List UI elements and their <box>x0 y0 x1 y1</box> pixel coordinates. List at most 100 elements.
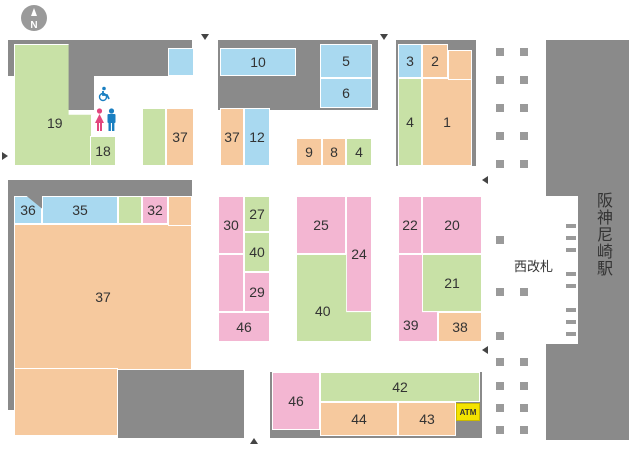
shop-25[interactable]: 25 <box>296 196 346 254</box>
shop-37-top[interactable]: 37 <box>166 108 194 166</box>
shop-12[interactable]: 12 <box>244 108 270 166</box>
shop-9[interactable]: 9 <box>296 138 322 166</box>
shop-37-large[interactable]: 37 <box>14 224 192 370</box>
shop-36-label: 36 <box>20 202 36 218</box>
gate-stripe <box>566 320 576 324</box>
shop-12-label: 12 <box>249 129 265 145</box>
shop-46-mid-label: 46 <box>236 319 252 335</box>
shop-40-small-label: 40 <box>249 244 265 260</box>
compass-needle <box>31 8 37 16</box>
pillar <box>496 382 504 390</box>
shop-43[interactable]: 43 <box>398 402 456 436</box>
shop-46-mid[interactable]: 46 <box>218 312 270 342</box>
gate-stripe <box>566 284 576 288</box>
pillar <box>520 426 528 434</box>
shop-5-label: 5 <box>342 53 350 69</box>
shop-38-label: 38 <box>452 319 468 335</box>
shop-35-label: 35 <box>72 202 88 218</box>
shop-9-label: 9 <box>305 144 313 160</box>
shop-37-large-side[interactable] <box>168 196 192 226</box>
entrance-arrow <box>482 176 488 184</box>
shop-40-large-label: 40 <box>315 303 331 319</box>
shop-37-mid[interactable]: 37 <box>220 108 244 166</box>
shop-green-35-side[interactable] <box>118 196 142 224</box>
shop-44[interactable]: 44 <box>320 402 398 436</box>
shop-20-label: 20 <box>444 217 460 233</box>
compass-label: N <box>30 20 38 31</box>
pillar <box>520 160 528 168</box>
shop-24[interactable]: 24 <box>346 196 372 312</box>
shop-3-label: 3 <box>406 53 414 69</box>
shop-18-label: 18 <box>95 143 111 159</box>
pillar <box>520 358 528 366</box>
male-restroom-icon <box>106 108 117 132</box>
pillar <box>496 48 504 56</box>
pillar <box>520 48 528 56</box>
shop-39-label: 39 <box>403 317 419 333</box>
shop-35[interactable]: 35 <box>42 196 118 224</box>
shop-42[interactable]: 42 <box>320 372 480 402</box>
entrance-arrow <box>2 152 8 160</box>
shop-6[interactable]: 6 <box>320 78 372 108</box>
shop-10[interactable]: 10 <box>220 48 296 76</box>
shop-2-label: 2 <box>431 53 439 69</box>
pillar <box>496 160 504 168</box>
shop-4-small[interactable]: 4 <box>346 138 372 166</box>
shop-4-small-label: 4 <box>355 144 363 160</box>
shop-37-mid-label: 37 <box>224 129 240 145</box>
shop-27-label: 27 <box>249 206 265 222</box>
shop-18[interactable]: 18 <box>90 136 116 166</box>
shop-4[interactable]: 4 <box>398 78 422 166</box>
atm[interactable]: ATM <box>456 403 480 421</box>
shop-22[interactable]: 22 <box>398 196 422 254</box>
gate-stripe <box>566 308 576 312</box>
pillar <box>496 132 504 140</box>
compass-icon: N <box>21 5 47 31</box>
shop-1-upper[interactable] <box>448 50 472 80</box>
shop-6-label: 6 <box>342 85 350 101</box>
shop-3[interactable]: 3 <box>398 44 422 78</box>
shop-green-small[interactable] <box>142 108 166 166</box>
shop-46-bottom-label: 46 <box>288 393 304 409</box>
female-restroom-icon <box>94 108 105 132</box>
shop-pink-left[interactable] <box>218 254 244 312</box>
shop-20[interactable]: 20 <box>422 196 482 254</box>
shop-32[interactable]: 32 <box>142 196 168 224</box>
shop-37-large-lower[interactable] <box>14 368 118 436</box>
shop-27[interactable]: 27 <box>244 196 270 232</box>
pillar <box>520 76 528 84</box>
pillar <box>496 76 504 84</box>
pillar <box>496 288 504 296</box>
gate-stripe <box>566 332 576 336</box>
pillar <box>496 104 504 112</box>
shop-1[interactable]: 1 <box>422 78 472 166</box>
shop-43-label: 43 <box>419 411 435 427</box>
pillar <box>496 404 504 412</box>
shop-24-label: 24 <box>351 246 367 262</box>
entrance-arrow <box>380 34 388 40</box>
gate-stripe <box>566 272 576 276</box>
shop-30[interactable]: 30 <box>218 196 244 254</box>
shop-1-label: 1 <box>443 114 451 130</box>
shop-blue-top-left[interactable] <box>168 48 194 76</box>
shop-8-label: 8 <box>330 144 338 160</box>
shop-44-label: 44 <box>351 411 367 427</box>
shop-21[interactable]: 21 <box>422 254 482 312</box>
pillar <box>520 132 528 140</box>
entrance-arrow <box>201 34 209 40</box>
entrance-arrow <box>482 346 488 354</box>
atm-label: ATM <box>459 407 477 417</box>
wheelchair-icon <box>96 86 112 102</box>
pillar <box>520 288 528 296</box>
shop-40-small[interactable]: 40 <box>244 232 270 272</box>
shop-42-label: 42 <box>392 379 408 395</box>
shop-5[interactable]: 5 <box>320 44 372 78</box>
shop-38[interactable]: 38 <box>438 312 482 342</box>
shop-46-bottom[interactable]: 46 <box>272 372 320 430</box>
entrance-arrow <box>250 438 258 444</box>
shop-8[interactable]: 8 <box>322 138 346 166</box>
shop-2[interactable]: 2 <box>422 44 448 78</box>
wall-left-inner <box>66 40 94 110</box>
shop-29[interactable]: 29 <box>244 272 270 312</box>
pillar <box>496 426 504 434</box>
